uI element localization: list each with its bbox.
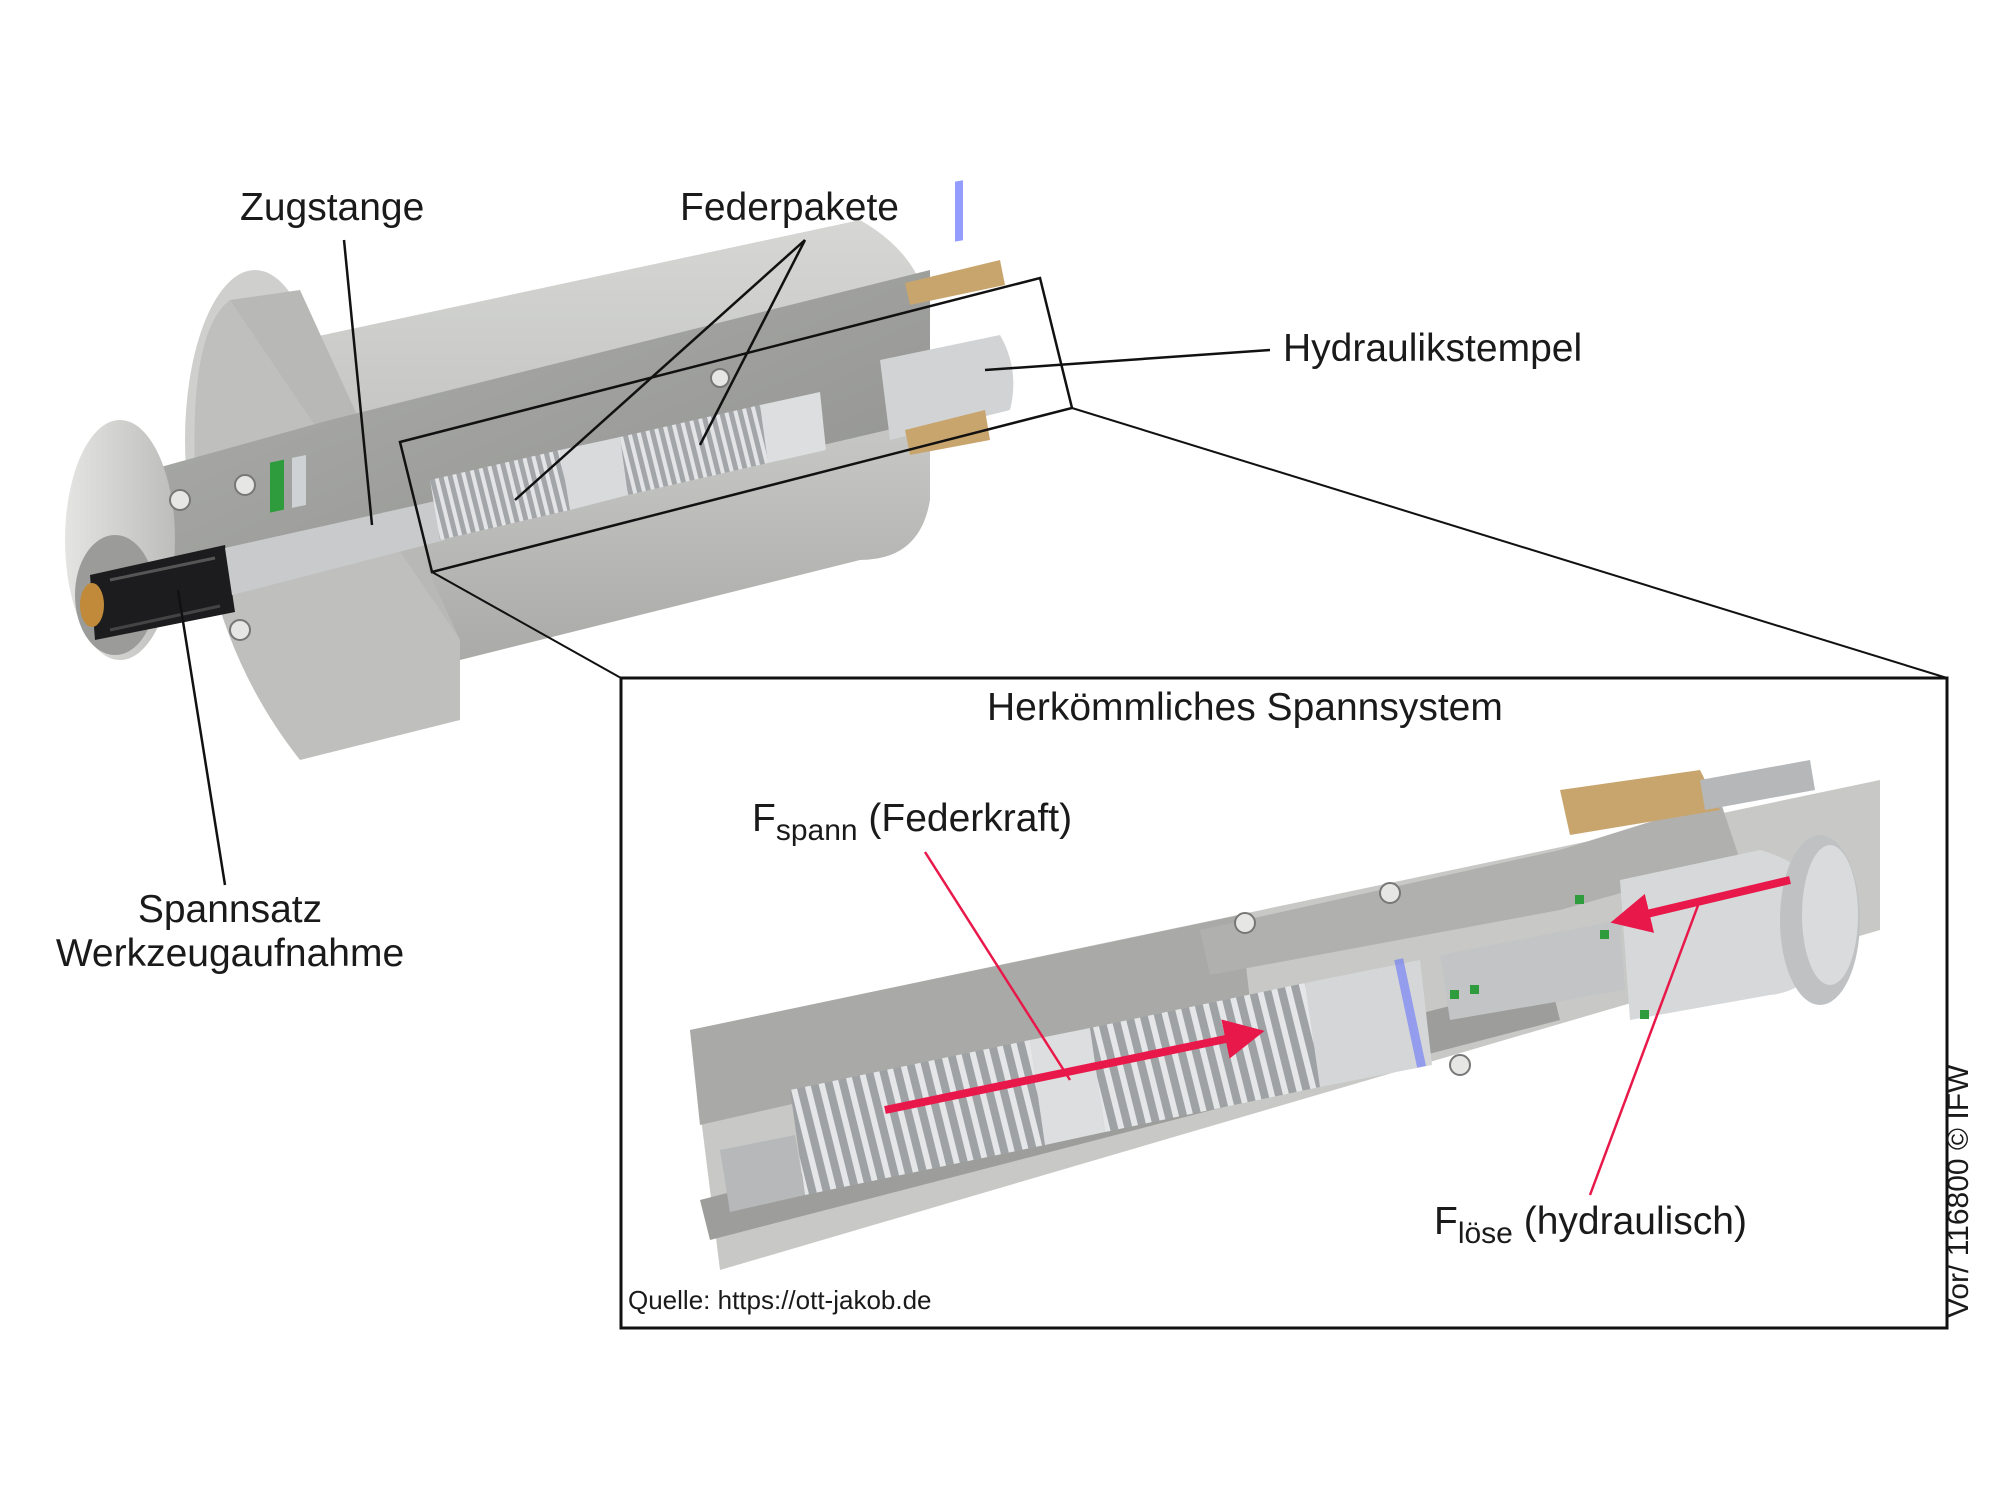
inset-cutaway bbox=[690, 760, 1880, 1270]
f-spann-subscript: spann bbox=[775, 814, 858, 847]
leader-f-loese bbox=[1588, 899, 1702, 1196]
label-zugstange: Zugstange bbox=[240, 186, 425, 229]
f-loese-symbol: F bbox=[1434, 1200, 1458, 1243]
copyright-notice: Vor/ 116800 © IFW bbox=[1942, 1064, 1975, 1318]
label-hydraulikstempel: Hydraulikstempel bbox=[1283, 327, 1583, 370]
label-spannsatz-line1: Spannsatz bbox=[137, 888, 323, 931]
label-federpakete: Federpakete bbox=[680, 186, 899, 229]
leader-f-spann bbox=[923, 851, 1072, 1081]
label-spannsatz: Spannsatz Werkzeugaufnahme bbox=[30, 888, 430, 976]
leader-zugstange bbox=[342, 239, 374, 526]
arrow-f-loese bbox=[1610, 876, 1791, 933]
f-loese-subscript: löse bbox=[1457, 1217, 1513, 1250]
zoom-connector-right bbox=[1071, 407, 1948, 679]
f-spann-symbol: F bbox=[752, 797, 776, 840]
f-spann-description: (Federkraft) bbox=[868, 797, 1073, 840]
tool-holder-clamping-set bbox=[80, 545, 235, 640]
leader-spannsatz bbox=[176, 589, 227, 886]
f-loese-description: (hydraulisch) bbox=[1523, 1200, 1747, 1243]
label-spannsatz-line2: Werkzeugaufnahme bbox=[55, 932, 405, 975]
hydraulic-piston-main bbox=[880, 180, 1014, 455]
leader-federpakete-1 bbox=[514, 239, 806, 501]
zoom-connector-left bbox=[431, 571, 622, 679]
seal-markers bbox=[1450, 895, 1649, 1019]
leader-lines bbox=[176, 239, 1271, 886]
source-credit: Quelle: https://ott-jakob.de bbox=[628, 1285, 932, 1315]
label-f-loese: Flöse (hydraulisch) bbox=[1434, 1200, 1747, 1250]
draw-bar bbox=[225, 454, 445, 595]
inset-title: Herkömmliches Spannsystem bbox=[987, 686, 1503, 729]
label-f-spann: Fspann (Federkraft) bbox=[752, 797, 1073, 847]
spindle-main-body bbox=[65, 180, 1014, 760]
spring-packs-main bbox=[430, 392, 826, 540]
leader-hydraulikstempel bbox=[984, 348, 1271, 372]
leader-federpakete-2 bbox=[698, 239, 807, 446]
hydraulic-piston-inset bbox=[1440, 760, 1860, 1020]
